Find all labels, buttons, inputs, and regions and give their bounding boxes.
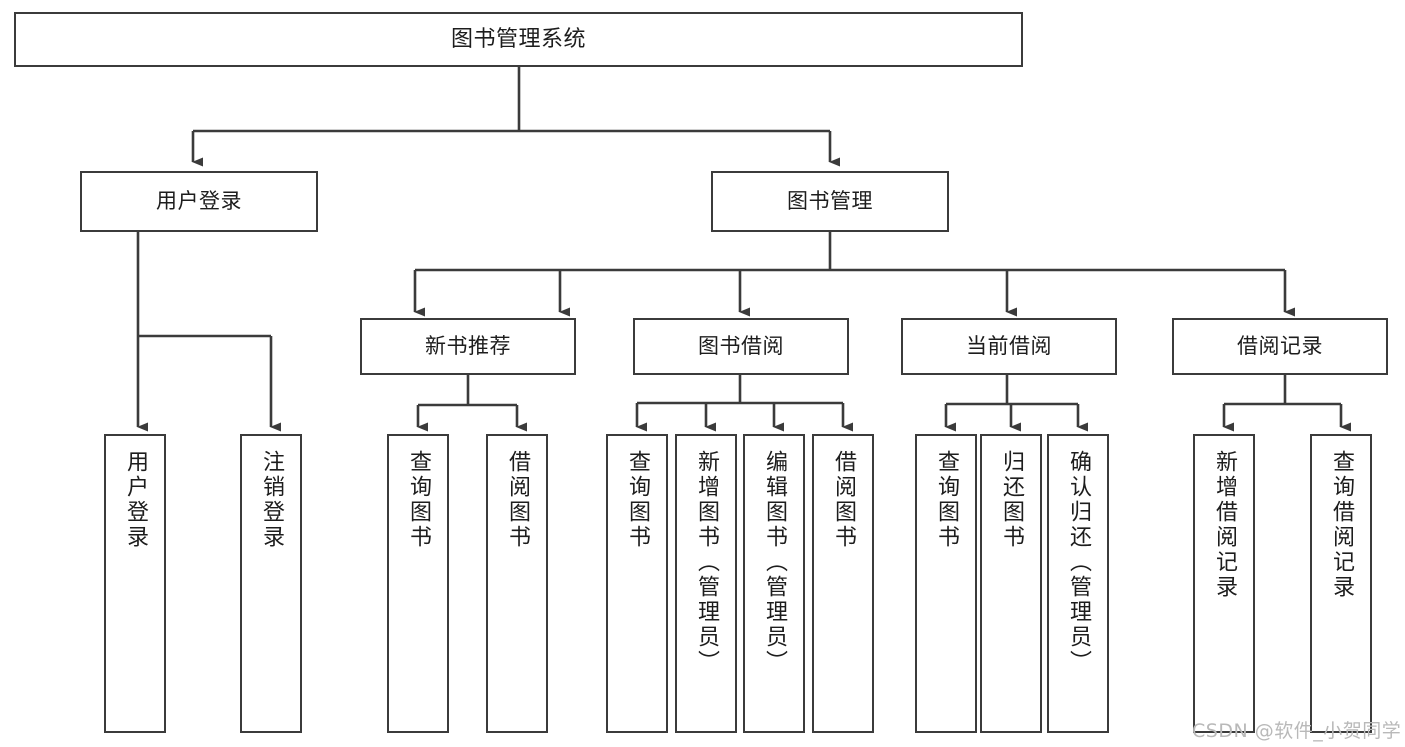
node-leaf-book-borrow-4-label: 借阅图书 — [831, 450, 856, 550]
node-book-manage-label: 图书管理 — [787, 189, 873, 214]
node-leaf-book-borrow-2[interactable]: 新增图书（管理员） — [675, 434, 737, 733]
node-leaf-current-borrow-1[interactable]: 查询图书 — [915, 434, 977, 733]
node-book-borrow[interactable]: 图书借阅 — [633, 318, 849, 375]
node-book-manage[interactable]: 图书管理 — [711, 171, 949, 232]
node-leaf-current-borrow-2-label: 归还图书 — [999, 450, 1024, 550]
node-leaf-current-borrow-3-label: 确认归还（管理员） — [1066, 450, 1091, 675]
node-current-borrow[interactable]: 当前借阅 — [901, 318, 1117, 375]
node-user-login-label: 用户登录 — [156, 189, 242, 214]
node-new-book-rec[interactable]: 新书推荐 — [360, 318, 576, 375]
node-leaf-current-borrow-1-label: 查询图书 — [934, 450, 959, 550]
node-book-borrow-label: 图书借阅 — [698, 334, 784, 359]
node-leaf-new-book-rec-2[interactable]: 借阅图书 — [486, 434, 548, 733]
watermark-text: CSDN @软件_小贺同学 — [1192, 720, 1402, 742]
node-borrow-record-label: 借阅记录 — [1237, 334, 1323, 359]
node-root[interactable]: 图书管理系统 — [14, 12, 1023, 67]
node-leaf-new-book-rec-1[interactable]: 查询图书 — [387, 434, 449, 733]
node-leaf-user-login-1-label: 用户登录 — [123, 450, 148, 550]
node-leaf-new-book-rec-2-label: 借阅图书 — [505, 450, 530, 550]
node-leaf-borrow-record-1-label: 新增借阅记录 — [1212, 450, 1237, 600]
node-root-label: 图书管理系统 — [450, 26, 586, 52]
node-new-book-rec-label: 新书推荐 — [425, 334, 511, 359]
node-leaf-current-borrow-2[interactable]: 归还图书 — [980, 434, 1042, 733]
node-leaf-borrow-record-1[interactable]: 新增借阅记录 — [1193, 434, 1255, 733]
node-leaf-book-borrow-3[interactable]: 编辑图书（管理员） — [743, 434, 805, 733]
node-user-login[interactable]: 用户登录 — [80, 171, 318, 232]
node-leaf-book-borrow-4[interactable]: 借阅图书 — [812, 434, 874, 733]
node-borrow-record[interactable]: 借阅记录 — [1172, 318, 1388, 375]
node-leaf-user-login-2-label: 注销登录 — [259, 450, 284, 550]
node-leaf-book-borrow-2-label: 新增图书（管理员） — [694, 450, 719, 675]
node-leaf-borrow-record-2[interactable]: 查询借阅记录 — [1310, 434, 1372, 733]
node-leaf-book-borrow-1-label: 查询图书 — [625, 450, 650, 550]
node-leaf-new-book-rec-1-label: 查询图书 — [406, 450, 431, 550]
node-leaf-borrow-record-2-label: 查询借阅记录 — [1329, 450, 1354, 600]
node-leaf-user-login-1[interactable]: 用户登录 — [104, 434, 166, 733]
node-leaf-book-borrow-3-label: 编辑图书（管理员） — [762, 450, 787, 675]
node-leaf-book-borrow-1[interactable]: 查询图书 — [606, 434, 668, 733]
node-leaf-current-borrow-3[interactable]: 确认归还（管理员） — [1047, 434, 1109, 733]
node-leaf-user-login-2[interactable]: 注销登录 — [240, 434, 302, 733]
node-current-borrow-label: 当前借阅 — [966, 334, 1052, 359]
